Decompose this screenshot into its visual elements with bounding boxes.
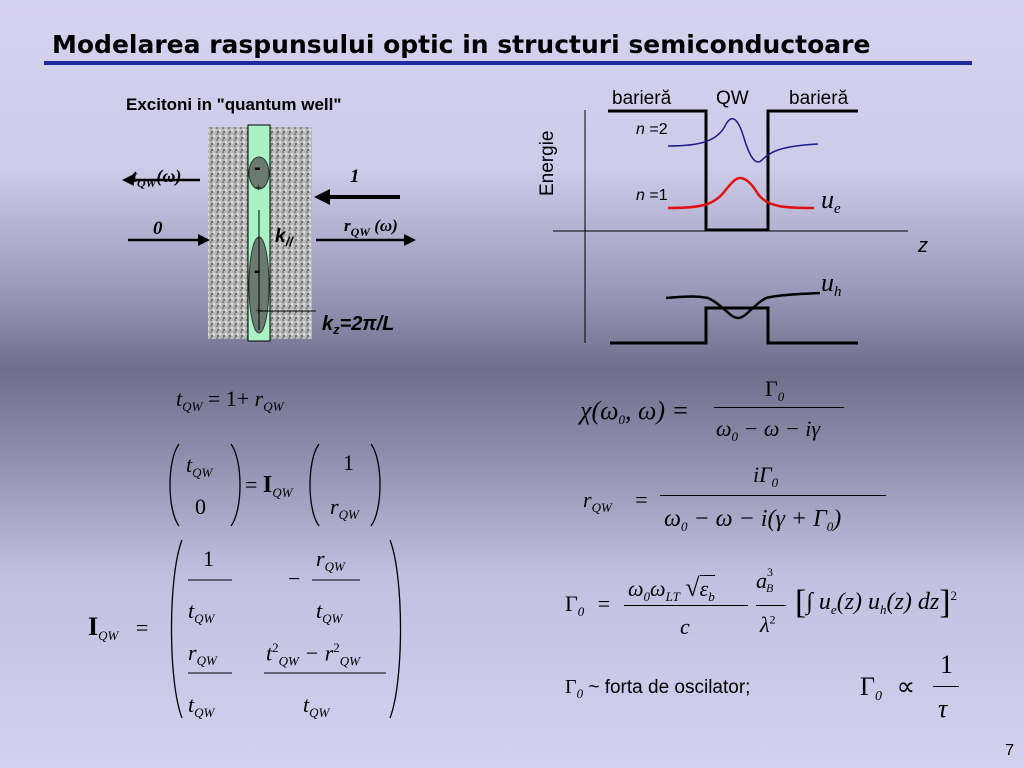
plus-sign-1: + <box>255 180 262 194</box>
n1-wavefunction <box>667 176 815 210</box>
conduction-band <box>608 109 858 232</box>
minus-sign-2: - <box>254 260 261 282</box>
title-underline <box>44 61 972 65</box>
chi-den: ω0 − ω − iγ <box>716 416 821 444</box>
band-diagram <box>553 109 908 345</box>
eq2-brackets <box>169 443 381 527</box>
ue-label: ue <box>821 185 841 217</box>
n2-label: n =2 <box>636 121 668 138</box>
eq2-rhs: = IQW <box>245 472 293 500</box>
exciton-heading: Excitoni in "quantum well" <box>126 95 342 114</box>
incident-arrow-head <box>314 189 330 205</box>
eq2-one: 1 <box>343 450 354 475</box>
barrier-right-label: barieră <box>789 88 849 109</box>
eq-tqw: tQW = 1+ rQW <box>176 386 284 414</box>
r-arrow-head <box>404 234 416 246</box>
gamma-lhs: Γ0 = <box>565 591 611 619</box>
eq2-r: rQW <box>330 494 359 522</box>
eq3-a12-sign: − <box>288 566 301 591</box>
uh-wavefunction <box>665 291 821 320</box>
eq2-zero: 0 <box>195 494 206 519</box>
slide-title: Modelarea raspunsului optic in structuri… <box>52 30 871 59</box>
gamma-den1: c <box>680 614 690 639</box>
oscillator-strength-note: Γ0 ~ forta de oscilator; <box>565 676 751 701</box>
gamma-num-a: a3B <box>756 565 774 595</box>
chi-lhs: χ(ω0, ω) = <box>580 396 690 427</box>
eq3-a11-den: tQW <box>188 598 215 626</box>
minus-sign-1: - <box>254 157 261 179</box>
eq3-a22-num: t2QW − r2QW <box>266 640 360 669</box>
eq3-a21-num: rQW <box>188 640 217 668</box>
zero-arrow-head <box>198 234 210 246</box>
eq3-lhs: IQW = <box>88 612 149 643</box>
barrier-left-label: barieră <box>612 88 672 109</box>
gamma-integral: [∫ ue(z) uh(z) dz]2 <box>795 584 958 621</box>
r-den: ω0 − ω − i(γ + Γ0) <box>664 506 842 534</box>
chi-fraction-bar <box>714 407 844 408</box>
zero-amplitude: 0 <box>153 218 163 239</box>
page-number: 7 <box>1005 742 1014 759</box>
r-num: iΓ0 <box>753 462 779 490</box>
gamma-den-lambda: λ2 <box>760 612 776 637</box>
k-parallel-label: k// <box>275 226 293 249</box>
kz-label: kz=2π/L <box>322 313 395 337</box>
plus-sign-2: + <box>255 303 262 317</box>
n1-label: n =1 <box>636 187 668 204</box>
eq3-matrix-lines <box>170 539 402 719</box>
tau-num: 1 <box>940 650 953 679</box>
gamma-fraction-bar-2 <box>756 605 786 606</box>
qw-label: QW <box>716 88 749 109</box>
z-axis-label: z <box>918 235 928 257</box>
eq2-t: tQW <box>186 452 213 480</box>
r-qw-label: rQW (ω) <box>344 216 398 239</box>
exciton-1 <box>248 156 270 190</box>
tau-den: τ <box>938 694 948 723</box>
t-arrow-head <box>122 174 134 186</box>
quantum-well-diagram <box>122 124 416 342</box>
eq3-a12-num: rQW <box>316 546 345 574</box>
gamma-num1: ω0ωLT √εb <box>628 573 715 604</box>
valence-band <box>610 306 858 345</box>
t-qw-label: tQW(ω) <box>132 166 182 190</box>
barrier-left-block <box>208 127 248 339</box>
n2-wavefunction <box>667 118 819 163</box>
eq3-a12-den: tQW <box>316 598 343 626</box>
eq3-a11-num: 1 <box>203 546 214 571</box>
chi-num: Γ0 <box>765 376 785 404</box>
gamma-proportional: Γ0 ∝ <box>860 672 916 704</box>
energy-axis-label: Energie <box>537 130 558 197</box>
eq3-a22-den: tQW <box>303 692 330 720</box>
r-fraction-bar <box>660 495 886 496</box>
r-lhs: rQW = <box>583 487 648 515</box>
tau-fraction-bar <box>933 686 959 687</box>
barrier-right-block <box>270 127 312 339</box>
uh-label: uh <box>821 268 842 300</box>
incident-amplitude: 1 <box>350 166 360 187</box>
gamma-fraction-bar-1 <box>624 605 748 606</box>
eq3-a21-den: tQW <box>188 692 215 720</box>
